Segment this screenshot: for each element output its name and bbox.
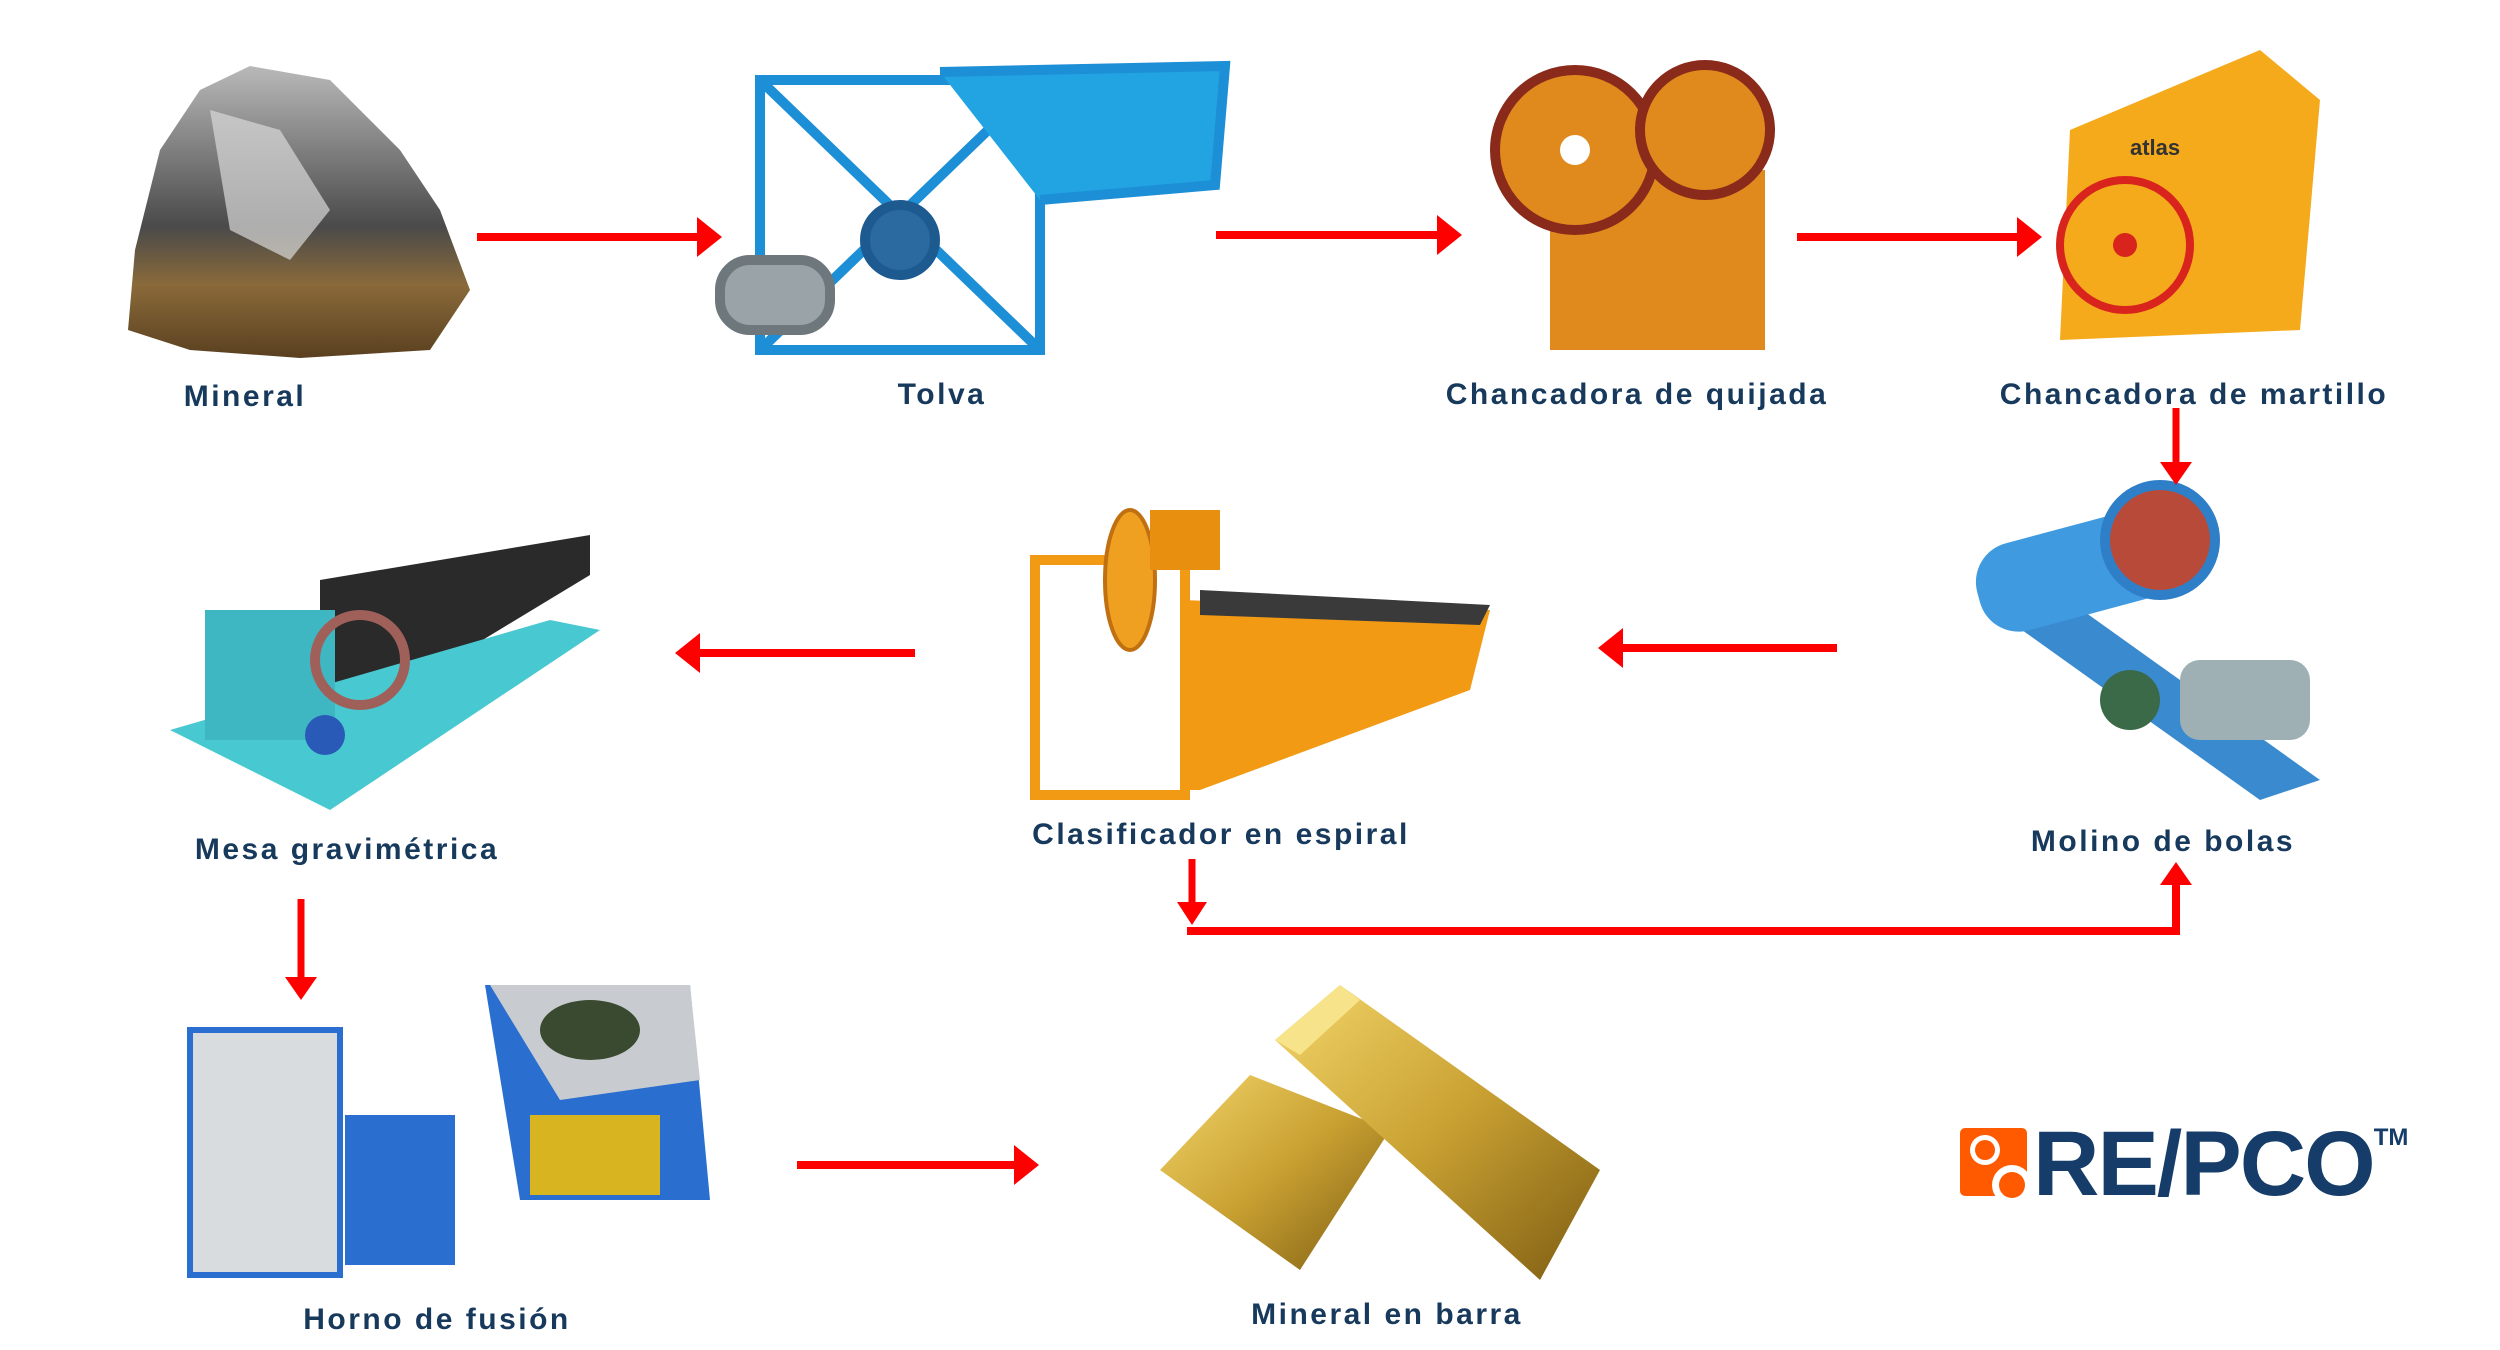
step-label-tolva: Tolva xyxy=(897,378,987,411)
svg-text:atlas: atlas xyxy=(2130,135,2180,160)
logo-trademark: TM xyxy=(2373,1124,2409,1151)
step-label-horno-fusion: Horno de fusión xyxy=(303,1303,571,1336)
arrow-tolva-to-quijada xyxy=(1216,215,1462,255)
mineral-image xyxy=(128,66,470,358)
repco-logo-gears-icon xyxy=(1960,1128,2032,1205)
repco-logo: RE/PCO TM xyxy=(1955,1113,2409,1215)
step-label-chancadora-martillo: Chancadora de martillo xyxy=(1999,378,2389,411)
arrow-mesa-to-horno xyxy=(285,899,317,1000)
clasificador-espiral-image xyxy=(1030,508,1490,800)
arrow-horno-to-barra xyxy=(797,1145,1039,1185)
arrow-clasificador-return-loop xyxy=(1177,859,2192,935)
arrow-martillo-to-molino xyxy=(2160,408,2192,485)
tolva-image xyxy=(715,60,1231,355)
arrow-molino-to-clasificador xyxy=(1598,628,1837,668)
molino-bolas-image xyxy=(1975,480,2320,800)
step-label-chancadora-quijada: Chancadora de quijada xyxy=(1445,378,1829,411)
step-label-mesa-gravimetrica: Mesa gravimétrica xyxy=(194,833,500,866)
horno-fusion-image xyxy=(187,985,710,1278)
arrow-mineral-to-tolva xyxy=(477,217,722,257)
step-label-molino-bolas: Molino de bolas xyxy=(2030,825,2296,858)
logo-text: RE/PCO xyxy=(2033,1113,2376,1215)
mesa-gravimetrica-image xyxy=(170,535,600,810)
arrow-quijada-to-martillo xyxy=(1797,217,2042,257)
arrow-clasificador-to-mesa xyxy=(675,633,915,673)
chancadora-quijada-image xyxy=(1490,60,1775,350)
chancadora-martillo-image: atlas xyxy=(2056,50,2320,340)
flow-arrows xyxy=(285,215,2192,1185)
mineral-barra-image xyxy=(1160,985,1600,1280)
step-label-clasificador-espiral: Clasificador en espiral xyxy=(1032,818,1410,851)
step-label-mineral: Mineral xyxy=(183,380,307,413)
step-label-mineral-barra: Mineral en barra xyxy=(1251,1298,1523,1331)
